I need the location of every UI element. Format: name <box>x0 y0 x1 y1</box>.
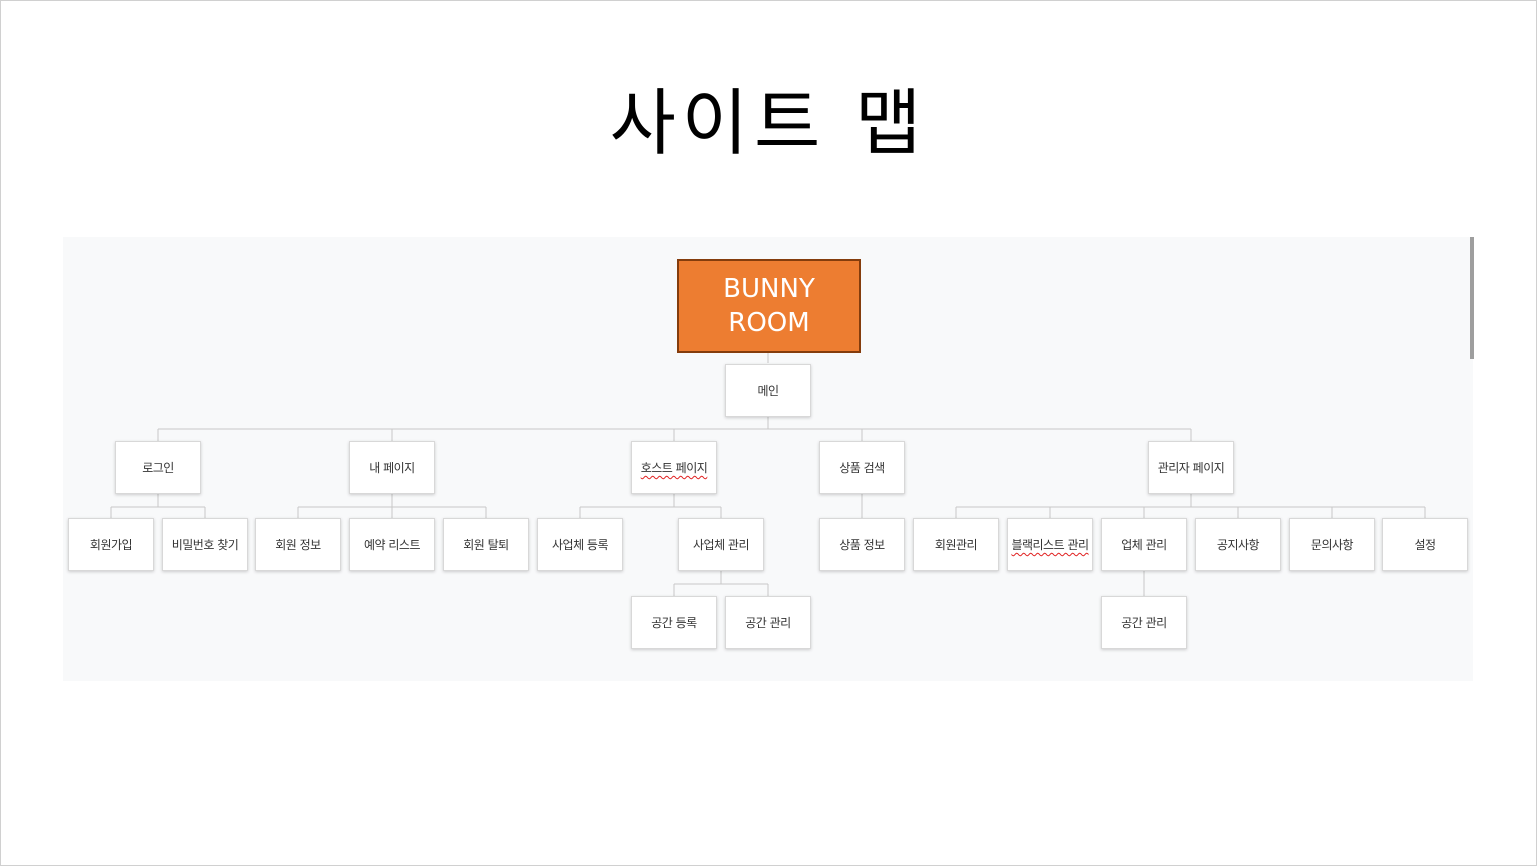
node-reservation-list[interactable]: 예약 리스트 <box>349 518 435 571</box>
node-space-register[interactable]: 공간 등록 <box>631 596 717 649</box>
node-find-password[interactable]: 비밀번호 찾기 <box>162 518 248 571</box>
node-main[interactable]: 메인 <box>725 364 811 417</box>
node-member-info[interactable]: 회원 정보 <box>255 518 341 571</box>
node-my-page[interactable]: 내 페이지 <box>349 441 435 494</box>
node-host-page[interactable]: 호스트 페이지 <box>631 441 717 494</box>
node-admin-page[interactable]: 관리자 페이지 <box>1148 441 1234 494</box>
node-space-manage[interactable]: 공간 관리 <box>725 596 811 649</box>
panel-scrollbar[interactable] <box>1470 237 1474 359</box>
node-member-withdrawal[interactable]: 회원 탈퇴 <box>443 518 529 571</box>
slide-title: 사이트 맵 <box>609 81 928 165</box>
node-business-manage[interactable]: 사업체 관리 <box>678 518 764 571</box>
node-sign-up[interactable]: 회원가입 <box>68 518 154 571</box>
root-node-bunny-room[interactable]: BUNNY ROOM <box>677 259 861 353</box>
node-settings[interactable]: 설정 <box>1382 518 1468 571</box>
node-blacklist-manage[interactable]: 블랙리스트 관리 <box>1007 518 1093 571</box>
node-product-info[interactable]: 상품 정보 <box>819 518 905 571</box>
node-company-space-manage[interactable]: 공간 관리 <box>1101 596 1187 649</box>
node-login[interactable]: 로그인 <box>115 441 201 494</box>
node-host-page-label: 호스트 페이지 <box>640 461 708 475</box>
node-blacklist-manage-label: 블랙리스트 관리 <box>1011 538 1089 552</box>
root-node-line1: BUNNY <box>723 274 815 304</box>
node-member-manage[interactable]: 회원관리 <box>913 518 999 571</box>
node-business-register[interactable]: 사업체 등록 <box>537 518 623 571</box>
node-notice[interactable]: 공지사항 <box>1195 518 1281 571</box>
node-inquiry[interactable]: 문의사항 <box>1289 518 1375 571</box>
node-product-search[interactable]: 상품 검색 <box>819 441 905 494</box>
root-node-line2: ROOM <box>728 308 810 338</box>
node-company-manage[interactable]: 업체 관리 <box>1101 518 1187 571</box>
